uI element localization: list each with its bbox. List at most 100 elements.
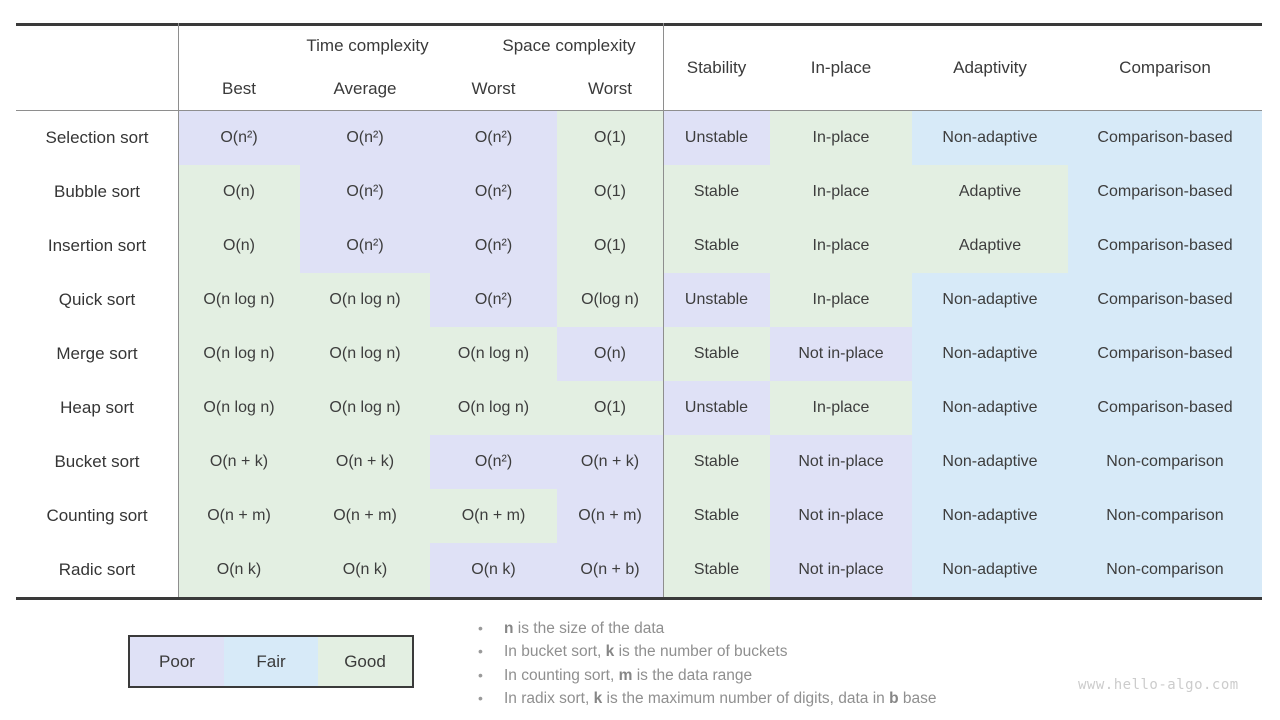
footnote-item: • In radix sort, k is the maximum number …	[478, 687, 936, 710]
row-label: Bucket sort	[16, 435, 178, 489]
table-cell: In-place	[770, 273, 912, 327]
footnote-text-segment: base	[898, 690, 937, 708]
table-cell: O(n²)	[430, 273, 557, 327]
table-cell: Stable	[663, 165, 770, 219]
footnote-text: In radix sort, k is the maximum number o…	[504, 688, 936, 710]
time-complexity-group-header: Time complexity	[306, 36, 429, 55]
table-cell: Comparison-based	[1068, 165, 1262, 219]
table-cell: Non-comparison	[1068, 435, 1262, 489]
table-cell: O(n + m)	[430, 489, 557, 543]
footnote-text-segment: n	[504, 620, 514, 637]
table-cell: Comparison-based	[1068, 273, 1262, 327]
footnote-text-segment: m	[618, 666, 633, 684]
bullet-icon: •	[478, 690, 483, 707]
table-cell: O(n + k)	[300, 435, 430, 489]
table-cell: O(n + m)	[557, 489, 663, 543]
legend-item: Poor	[130, 637, 224, 686]
table-cell: O(n log n)	[300, 327, 430, 381]
row-label: Heap sort	[16, 381, 178, 435]
col-header-worst-time: Worst	[471, 79, 516, 98]
col-header-worst-space: Worst	[587, 79, 633, 98]
row-label: Insertion sort	[16, 219, 178, 273]
table-header: Time complexity Space complexity Best Av…	[16, 25, 1262, 111]
table-cell: O(n)	[178, 165, 300, 219]
row-label: Counting sort	[16, 489, 178, 543]
row-label: Quick sort	[16, 273, 178, 327]
table-cell: O(n + k)	[178, 435, 300, 489]
footnote-text-segment: k	[605, 643, 615, 661]
footnote-item: • n is the size of the data	[478, 617, 936, 640]
table-cell: Comparison-based	[1068, 381, 1262, 435]
table-cell: Stable	[663, 489, 770, 543]
col-header-adaptivity: Adaptivity	[953, 58, 1027, 77]
sorting-table: Time complexity Space complexity Best Av…	[16, 25, 1262, 597]
table-top-border	[16, 23, 1262, 26]
footnote-text-segment: k	[593, 690, 603, 708]
row-label: Radic sort	[16, 543, 178, 597]
table-cell: In-place	[770, 381, 912, 435]
table-cell: O(n²)	[300, 219, 430, 273]
table-cell: O(n k)	[430, 543, 557, 597]
table-cell: Unstable	[663, 381, 770, 435]
table-cell: Stable	[663, 219, 770, 273]
col-header-comparison: Comparison	[1119, 58, 1211, 77]
footnote-text-segment: is the size of the data	[513, 620, 665, 637]
footnote-item: •In bucket sort, k is the number of buck…	[478, 640, 936, 663]
table-cell: Adaptive	[912, 219, 1068, 273]
space-complexity-group-header: Space complexity	[502, 36, 636, 55]
footnote-text: In counting sort, m is the data range	[504, 665, 752, 687]
header-separator-line	[16, 110, 1262, 112]
table-cell: O(log n)	[557, 273, 663, 327]
row-label: Selection sort	[16, 111, 178, 165]
table-cell: In-place	[770, 165, 912, 219]
bullet-icon: •	[478, 620, 483, 636]
row-label: Merge sort	[16, 327, 178, 381]
table-cell: Non-adaptive	[912, 273, 1068, 327]
table-cell: O(1)	[557, 219, 663, 273]
footnote-text-segment: is the number of buckets	[614, 643, 788, 661]
table-cell: Adaptive	[912, 165, 1068, 219]
footnote-item: •In counting sort, m is the data range	[478, 664, 936, 687]
table-cell: O(n²)	[430, 111, 557, 165]
table-cell: Not in-place	[770, 327, 912, 381]
table-cell: O(n²)	[300, 165, 430, 219]
table-cell: Non-adaptive	[912, 111, 1068, 165]
table-cell: O(n log n)	[178, 273, 300, 327]
table-cell: O(n k)	[178, 543, 300, 597]
table-cell: O(n²)	[430, 219, 557, 273]
table-cell: Not in-place	[770, 489, 912, 543]
table-cell: In-place	[770, 219, 912, 273]
table-cell: O(n²)	[430, 165, 557, 219]
footnote-text: n is the size of the data	[504, 618, 664, 640]
table-cell: O(1)	[557, 111, 663, 165]
table-cell: Stable	[663, 543, 770, 597]
table-cell: O(n k)	[300, 543, 430, 597]
table-cell: Stable	[663, 327, 770, 381]
footnote-text-segment: is the data range	[632, 666, 753, 684]
col-header-stability: Stability	[686, 58, 747, 77]
complexity-attribute-separator	[663, 23, 665, 597]
watermark: www.hello-algo.com	[1078, 677, 1239, 693]
bullet-icon: •	[478, 643, 483, 660]
table-cell: Comparison-based	[1068, 327, 1262, 381]
table-cell: O(1)	[557, 165, 663, 219]
footnote-text-segment: In counting sort,	[504, 666, 619, 684]
footnote-text-segment: is the maximum number of digits, data in	[602, 690, 890, 708]
table-cell: Comparison-based	[1068, 111, 1262, 165]
table-cell: O(n²)	[300, 111, 430, 165]
table-cell: Stable	[663, 435, 770, 489]
table-cell: O(n log n)	[178, 381, 300, 435]
table-cell: Non-adaptive	[912, 327, 1068, 381]
legend-item: Fair	[224, 637, 318, 686]
table-cell: Not in-place	[770, 435, 912, 489]
